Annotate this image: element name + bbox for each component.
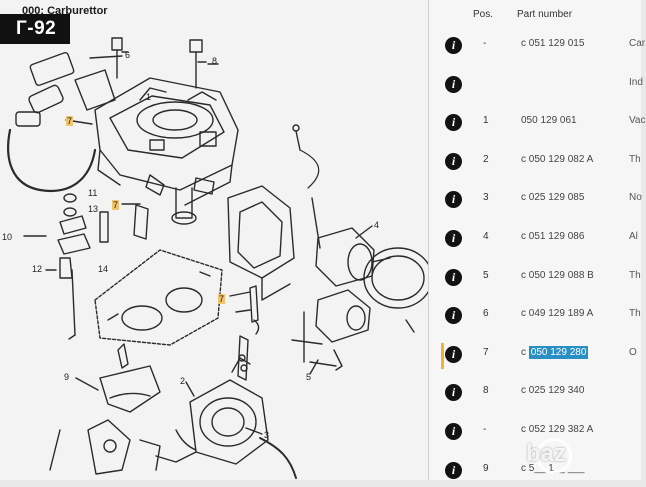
- callout-12[interactable]: 12: [32, 264, 43, 274]
- info-icon[interactable]: i: [445, 461, 462, 479]
- col-part-header: Part number: [517, 9, 573, 20]
- parts-row[interactable]: i Ind: [429, 65, 643, 101]
- row-description: Th: [629, 269, 641, 281]
- info-icon[interactable]: i: [445, 37, 462, 54]
- part-number-highlighted: 050 129 280: [528, 345, 589, 359]
- row-pos: 3: [483, 192, 489, 204]
- info-icon[interactable]: i: [445, 384, 462, 402]
- part-prefix: c: [521, 346, 529, 358]
- callout-7-mid[interactable]: 7: [112, 200, 120, 210]
- info-icon[interactable]: i: [445, 75, 462, 93]
- exploded-diagram[interactable]: 000: Carburettor Г-92 6 8 7 7 7 11 13 14…: [0, 0, 433, 480]
- row-pos: 5: [483, 269, 489, 281]
- row-description: Ind: [629, 76, 643, 88]
- row-part-number[interactable]: c 052 129 382 A: [521, 424, 594, 435]
- parts-row[interactable]: i 4 c 051 129 086 Al: [429, 219, 641, 255]
- info-icon[interactable]: i: [445, 345, 462, 363]
- info-icon[interactable]: i: [445, 307, 462, 325]
- row-part-number[interactable]: c 051 129 086: [521, 231, 585, 242]
- row-description: Th: [629, 308, 641, 320]
- row-part-number[interactable]: c 049 129 189 A: [521, 308, 594, 320]
- info-icon[interactable]: i: [445, 152, 462, 170]
- row-pos: 2: [483, 153, 489, 165]
- callout-3[interactable]: 3: [264, 430, 270, 440]
- callout-9[interactable]: 9: [64, 372, 70, 382]
- row-part-number[interactable]: c 025 129 340: [521, 385, 585, 397]
- diagram-drawing: [7, 37, 433, 479]
- callout-2[interactable]: 2: [180, 376, 186, 386]
- parts-row[interactable]: i 5 c 050 129 088 B Th: [429, 258, 641, 294]
- watermark-logo: [536, 438, 572, 474]
- selection-marker: [441, 342, 444, 369]
- row-description: O: [629, 346, 637, 358]
- callout-13[interactable]: 13: [88, 204, 99, 214]
- info-icon[interactable]: i: [445, 423, 462, 440]
- row-part-number[interactable]: c 050 129 088 B: [521, 269, 594, 281]
- row-description: Th: [629, 153, 641, 165]
- row-pos: 4: [483, 231, 489, 242]
- row-pos: 9: [483, 462, 489, 474]
- row-part-number[interactable]: 050 129 061: [521, 115, 577, 127]
- parts-row[interactable]: i 8 c 025 129 340: [429, 373, 641, 409]
- row-pos: 8: [483, 385, 489, 397]
- callout-1[interactable]: 1: [146, 92, 152, 102]
- row-part-number[interactable]: c 051 129 015: [521, 38, 585, 49]
- callout-4[interactable]: 4: [374, 220, 380, 230]
- row-description: No: [629, 192, 642, 204]
- row-part-number[interactable]: c 050 129 280: [521, 345, 589, 359]
- info-icon[interactable]: i: [445, 191, 462, 209]
- row-description: Al: [629, 231, 638, 242]
- row-description: Car: [629, 38, 646, 49]
- callout-7-top[interactable]: 7: [66, 116, 74, 126]
- row-pos: 1: [483, 115, 489, 127]
- row-part-number[interactable]: c 050 129 082 A: [521, 153, 594, 165]
- callout-6[interactable]: 6: [125, 50, 131, 60]
- callout-7-low[interactable]: 7: [218, 294, 226, 304]
- parts-row[interactable]: i 2 c 050 129 082 A Th: [429, 142, 641, 178]
- info-icon[interactable]: i: [445, 114, 462, 132]
- parts-row[interactable]: i 6 c 049 129 189 A Th: [429, 296, 641, 332]
- parts-row[interactable]: i 3 c 025 129 085 No: [429, 180, 642, 216]
- parts-row[interactable]: i 1 050 129 061 Vac: [429, 103, 646, 139]
- page-badge: Г-92: [0, 14, 70, 44]
- parts-row[interactable]: i - c 051 129 015 Car: [429, 26, 645, 62]
- row-part-number[interactable]: c 025 129 085: [521, 192, 585, 204]
- info-icon[interactable]: i: [445, 230, 462, 247]
- callout-11[interactable]: 11: [88, 188, 98, 198]
- callout-10[interactable]: 10: [2, 232, 13, 242]
- callout-14[interactable]: 14: [98, 264, 109, 274]
- row-pos: -: [483, 38, 487, 49]
- callout-5[interactable]: 5: [306, 372, 312, 382]
- row-pos: -: [483, 424, 487, 435]
- row-pos: 7: [483, 346, 489, 358]
- watermark-text: baz: [526, 440, 567, 467]
- row-pos: 6: [483, 308, 489, 320]
- parts-row[interactable]: i 7 c 050 129 280 O: [429, 335, 641, 371]
- parts-row[interactable]: i - c 052 129 382 A: [429, 412, 641, 448]
- row-description: Vac: [629, 115, 646, 127]
- col-pos-header: Pos.: [473, 9, 494, 20]
- info-icon[interactable]: i: [445, 268, 462, 286]
- callout-8[interactable]: 8: [212, 56, 218, 66]
